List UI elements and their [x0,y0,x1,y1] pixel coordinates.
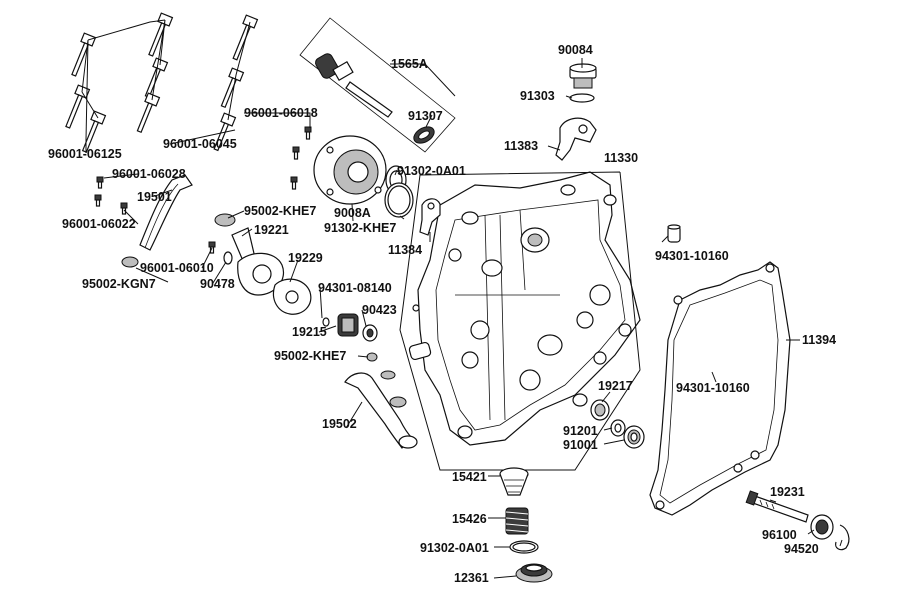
bracket-11383 [555,117,597,161]
pump-impeller [322,313,378,362]
label-95002-KGN7[interactable]: 95002-KGN7 [82,277,156,291]
bolt-set [65,12,259,153]
label-90423[interactable]: 90423 [362,303,397,317]
label-19231[interactable]: 19231 [770,485,805,499]
bearing-91201 [610,419,626,437]
oil-seal-19217 [590,399,610,421]
part-labels: 1565A 91307 96001-06018 96001-06045 9600… [48,43,836,585]
label-9008A[interactable]: 9008A [334,206,371,220]
label-91307[interactable]: 91307 [408,109,443,123]
label-11384[interactable]: 11384 [388,243,422,257]
label-19502[interactable]: 19502 [322,417,357,431]
label-95002-KHE7-a[interactable]: 95002-KHE7 [244,204,316,218]
dipstick-part [299,17,456,153]
label-19215[interactable]: 19215 [292,325,327,339]
label-15426[interactable]: 15426 [452,512,487,526]
label-91302-KHE7[interactable]: 91302-KHE7 [324,221,396,235]
coolant-hose-19502 [344,370,418,449]
label-96001-06045[interactable]: 96001-06045 [163,137,237,151]
spring-15426 [505,507,529,535]
label-1565A[interactable]: 1565A [391,57,428,71]
label-11383[interactable]: 11383 [504,139,538,153]
label-94301-08140[interactable]: 94301-08140 [318,281,392,295]
bearing-91001 [623,425,645,449]
label-94520[interactable]: 94520 [784,542,819,556]
label-94301-10160-a[interactable]: 94301-10160 [655,249,729,263]
label-11394[interactable]: 11394 [802,333,836,347]
label-15421[interactable]: 15421 [452,470,487,484]
label-96001-06010[interactable]: 96001-06010 [140,261,214,275]
crankcase-cover-11330 [408,171,641,446]
label-96001-06022[interactable]: 96001-06022 [62,217,136,231]
label-11330[interactable]: 11330 [604,151,638,165]
label-90084[interactable]: 90084 [558,43,593,57]
dowel-pin-a [667,224,681,243]
label-19217[interactable]: 19217 [598,379,633,393]
label-90478[interactable]: 90478 [200,277,235,291]
label-19229[interactable]: 19229 [288,251,323,265]
pump-cover-part [290,126,414,218]
coolant-hose-19501 [121,174,193,268]
label-96001-06125[interactable]: 96001-06125 [48,147,122,161]
thermostat-housing [231,227,312,315]
label-94301-10160-b[interactable]: 94301-10160 [676,381,750,395]
label-91303[interactable]: 91303 [520,89,555,103]
label-95002-KHE7-b[interactable]: 95002-KHE7 [274,349,346,363]
label-91302-0A01-b[interactable]: 91302-0A01 [420,541,489,555]
label-96100[interactable]: 96100 [762,528,797,542]
label-91302-0A01-a[interactable]: 91302-0A01 [397,164,466,178]
bracket-11384 [419,198,441,236]
drain-plug-12361 [515,563,553,583]
leader-lines [85,58,843,579]
shaft-19231 [745,490,850,551]
gasket-11394 [649,261,791,516]
o-ring-91302 [509,540,539,554]
label-91001[interactable]: 91001 [563,438,598,452]
oil-strainer-15421 [499,467,529,496]
label-19221[interactable]: 19221 [254,223,289,237]
label-19501[interactable]: 19501 [137,190,172,204]
label-12361[interactable]: 12361 [454,571,489,585]
label-91201[interactable]: 91201 [563,424,598,438]
label-96001-06028[interactable]: 96001-06028 [112,167,186,181]
label-96001-06018[interactable]: 96001-06018 [244,106,318,120]
filler-cap-90084 [569,63,597,103]
